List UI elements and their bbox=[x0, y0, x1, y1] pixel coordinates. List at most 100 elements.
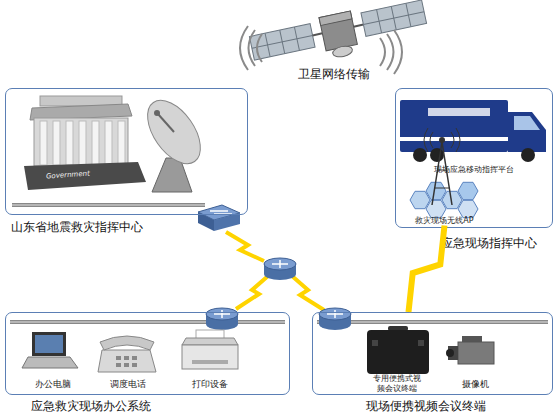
network-label: 卫星网络传输 bbox=[298, 66, 370, 83]
network-bus bbox=[317, 320, 548, 324]
zone-heading: 应急现场指挥中心 bbox=[441, 236, 537, 250]
zone-heading: 山东省地震救灾指挥中心 bbox=[11, 220, 143, 234]
switch-icon bbox=[210, 210, 228, 212]
printer-icon bbox=[182, 330, 238, 369]
ap-tower bbox=[458, 200, 478, 217]
phone-icon bbox=[124, 356, 129, 360]
truck-icon bbox=[400, 100, 508, 152]
radio-waves bbox=[257, 34, 262, 62]
satellite-icon bbox=[363, 12, 424, 25]
zone-box: 山东省地震救灾指挥中心 bbox=[5, 88, 248, 215]
radio-waves bbox=[387, 34, 394, 70]
video-terminal-case bbox=[367, 330, 429, 374]
radio-waves bbox=[394, 30, 402, 74]
ap-tower bbox=[424, 128, 428, 152]
ap-tower bbox=[451, 132, 454, 148]
laptop-icon bbox=[32, 332, 66, 356]
building-icon bbox=[34, 118, 128, 166]
device-node: 调度电话 bbox=[93, 328, 163, 390]
building-icon bbox=[105, 121, 112, 165]
truck-icon bbox=[428, 108, 490, 116]
satellite-icon bbox=[249, 24, 315, 60]
radio-waves bbox=[380, 38, 385, 66]
phone-icon bbox=[100, 336, 154, 350]
phone-icon bbox=[116, 363, 121, 367]
satellite-icon bbox=[313, 33, 323, 35]
ap-tower bbox=[410, 191, 430, 208]
laptop-icon bbox=[35, 335, 63, 353]
laptop-icon bbox=[22, 332, 78, 368]
network-bus bbox=[10, 322, 285, 323]
radio-waves bbox=[240, 26, 248, 70]
video-terminal-case bbox=[418, 340, 424, 346]
camera-icon bbox=[446, 349, 454, 357]
phone-icon bbox=[132, 356, 137, 360]
video-terminal-case bbox=[367, 326, 429, 374]
dish-antenna bbox=[154, 110, 160, 116]
wireless-link bbox=[292, 276, 324, 310]
router-icon bbox=[206, 308, 238, 320]
device-node: 救灾现场无线AP bbox=[400, 140, 490, 226]
ap-tower bbox=[456, 128, 460, 152]
wireless-link bbox=[226, 232, 324, 310]
satellite-icon bbox=[332, 45, 354, 59]
building-icon bbox=[92, 121, 99, 165]
ap-tower bbox=[442, 191, 462, 208]
network-bus bbox=[10, 320, 285, 324]
network-bus bbox=[12, 203, 205, 207]
ap-tower bbox=[434, 188, 450, 189]
building-icon bbox=[79, 121, 86, 165]
radio-waves bbox=[240, 26, 402, 74]
truck-icon bbox=[400, 100, 546, 162]
dish-antenna bbox=[158, 114, 174, 132]
dish-antenna bbox=[137, 91, 211, 192]
satellite-icon bbox=[354, 25, 364, 27]
device-caption: 调度电话 bbox=[98, 379, 158, 390]
zone-heading: 现场便携视频会议终端 bbox=[366, 399, 486, 413]
device-caption: 专用便携式视频会议终端 bbox=[371, 374, 423, 394]
device-node: 摄像机 bbox=[446, 328, 506, 390]
device-node: 办公电脑 bbox=[20, 328, 86, 390]
device-caption: 救灾现场无线AP bbox=[405, 216, 485, 226]
ap-tower bbox=[426, 200, 446, 217]
network-bus bbox=[317, 322, 548, 323]
zone-box: 现场便携视频会议终端专用便携式视频会议终端摄像机 bbox=[312, 312, 553, 395]
building-icon bbox=[40, 121, 47, 165]
wireless-link bbox=[236, 276, 268, 309]
device-caption: 打印设备 bbox=[180, 379, 240, 390]
network-bus bbox=[10, 205, 548, 322]
ap-tower bbox=[430, 132, 433, 148]
building-icon bbox=[53, 121, 60, 165]
wireless-link bbox=[409, 226, 445, 313]
truck-icon bbox=[413, 148, 427, 162]
device-caption: 摄像机 bbox=[448, 379, 504, 390]
zone-box: 应急现场指挥中心现场应急移动指挥平台救灾现场无线AP bbox=[395, 88, 553, 228]
printer-icon bbox=[182, 338, 238, 345]
truck-icon bbox=[430, 148, 444, 162]
device-caption: 办公电脑 bbox=[23, 379, 83, 390]
building-icon bbox=[66, 121, 73, 165]
video-terminal-case bbox=[372, 340, 378, 346]
wireless-link bbox=[226, 232, 264, 261]
switch-icon bbox=[214, 213, 240, 231]
printer-icon bbox=[192, 360, 228, 364]
truck-icon bbox=[521, 148, 535, 162]
building-icon bbox=[118, 121, 125, 165]
satellite-icon bbox=[249, 0, 430, 75]
network-bus bbox=[12, 205, 205, 206]
camera-icon bbox=[446, 336, 494, 364]
building-icon bbox=[24, 162, 146, 190]
device-node: 打印设备 bbox=[175, 328, 245, 390]
phone-icon bbox=[98, 336, 156, 372]
phone-icon bbox=[124, 363, 129, 367]
dish-antenna bbox=[137, 91, 211, 173]
switch-icon bbox=[198, 205, 240, 231]
ap-tower bbox=[439, 137, 445, 143]
device-node: 现场应急移动指挥平台 bbox=[400, 93, 548, 175]
camera-icon bbox=[458, 342, 494, 364]
router-icon bbox=[264, 258, 296, 280]
phone-icon bbox=[98, 350, 156, 372]
